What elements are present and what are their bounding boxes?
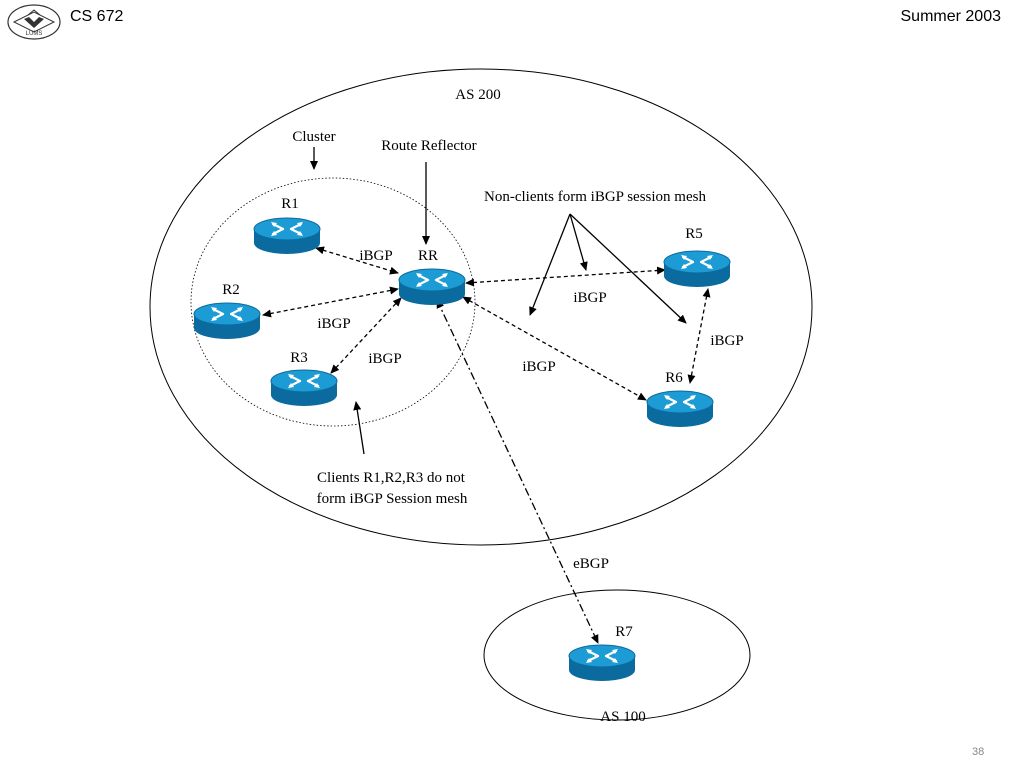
course-title: CS 672	[70, 8, 124, 25]
link-rr-r7	[436, 299, 599, 644]
non-clients-note: Non-clients form iBGP session mesh	[484, 189, 706, 205]
clients-note-pointer-arrow	[353, 401, 365, 455]
link-rr-r6-label: iBGP	[522, 359, 555, 375]
router-r7-label: R7	[615, 624, 633, 640]
as-200-label: AS 200	[455, 87, 500, 103]
mesh-pointer-arrow-2	[569, 213, 588, 271]
router-r7-icon	[567, 643, 637, 683]
router-r6-icon	[645, 389, 715, 429]
router-rr-icon	[397, 267, 467, 307]
link-r3-rr	[330, 297, 402, 374]
mesh-pointer-arrow-1	[529, 213, 571, 316]
router-r3-label: R3	[290, 350, 308, 366]
link-r5-r6	[687, 288, 711, 384]
cluster-label: Cluster	[292, 129, 335, 145]
mesh-pointer-arrow-3	[569, 213, 687, 324]
router-r3-icon	[269, 368, 339, 408]
router-rr-label: RR	[418, 248, 438, 264]
page-number: 38	[972, 746, 985, 758]
logo-text: LUMS	[26, 31, 43, 37]
link-r2-rr	[262, 286, 399, 318]
as-100-boundary	[483, 589, 751, 721]
university-logo: LUMS	[6, 2, 62, 42]
as-100-label: AS 100	[600, 709, 645, 725]
route-reflector-label: Route Reflector	[381, 138, 476, 154]
link-r3-rr-label: iBGP	[368, 351, 401, 367]
router-r2-icon	[192, 301, 262, 341]
router-r1-icon	[252, 216, 322, 256]
router-r5-label: R5	[685, 226, 703, 242]
router-r5-icon	[662, 249, 732, 289]
link-rr-r5	[465, 266, 666, 287]
term-label: Summer 2003	[900, 8, 1002, 25]
link-r5-r6-label: iBGP	[710, 333, 743, 349]
clients-note-line-2: form iBGP Session mesh	[317, 491, 468, 507]
link-rr-r5-label: iBGP	[573, 290, 606, 306]
clients-note-line-1: Clients R1,R2,R3 do not	[317, 470, 466, 486]
router-r6-label: R6	[665, 370, 683, 386]
link-r1-rr-label: iBGP	[359, 248, 392, 264]
link-rr-r7-label: eBGP	[573, 556, 609, 572]
link-r2-rr-label: iBGP	[317, 316, 350, 332]
router-r2-label: R2	[222, 282, 240, 298]
link-r1-rr	[315, 246, 399, 275]
router-r1-label: R1	[281, 196, 299, 212]
link-rr-r6	[462, 296, 647, 401]
